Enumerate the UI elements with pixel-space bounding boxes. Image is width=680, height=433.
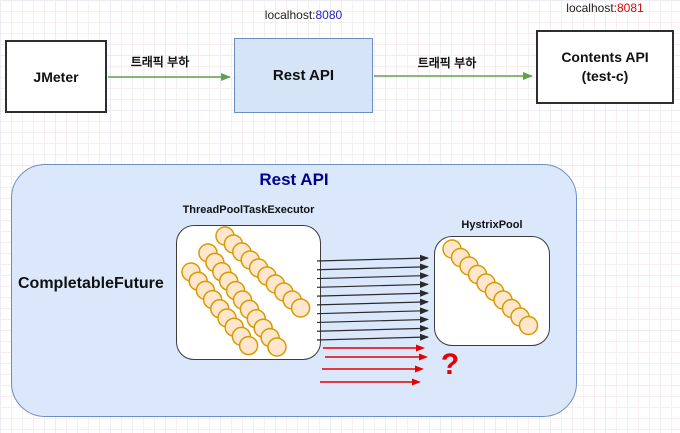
contents-api-label-line1: Contents API	[561, 49, 649, 66]
hystrix-pool-box[interactable]	[434, 236, 550, 346]
contents-api-label-line2: (test-c)	[581, 68, 629, 84]
traffic-load-label-1: 트래픽 부하	[130, 55, 190, 69]
contents-api-node[interactable]: Contents API (test-c)	[536, 30, 674, 104]
hystrix-pool-label: HystrixPool	[461, 219, 523, 231]
rest-endpoint-port: 8080	[315, 8, 343, 22]
thread-pool-task-executor-label: ThreadPoolTaskExecutor	[182, 204, 315, 216]
contents-endpoint-host: localhost:	[566, 1, 617, 15]
question-mark-label: ?	[440, 348, 460, 381]
rest-api-label: Rest API	[272, 67, 335, 84]
jmeter-label: JMeter	[33, 68, 79, 85]
contents-endpoint-label: localhost:8081	[536, 1, 674, 15]
completable-future-label: CompletableFuture	[18, 275, 164, 292]
traffic-load-label-2: 트래픽 부하	[417, 56, 477, 70]
rest-endpoint-label: localhost:8080	[234, 8, 373, 22]
rest-endpoint-host: localhost:	[264, 8, 316, 22]
rest-api-detail-title: Rest API	[259, 170, 329, 189]
thread-pool-task-executor-box[interactable]	[176, 225, 321, 360]
rest-api-node[interactable]: Rest API	[234, 38, 373, 113]
contents-api-label: Contents API (test-c)	[561, 48, 648, 86]
contents-endpoint-port: 8081	[617, 1, 644, 15]
jmeter-node[interactable]: JMeter	[5, 40, 107, 113]
